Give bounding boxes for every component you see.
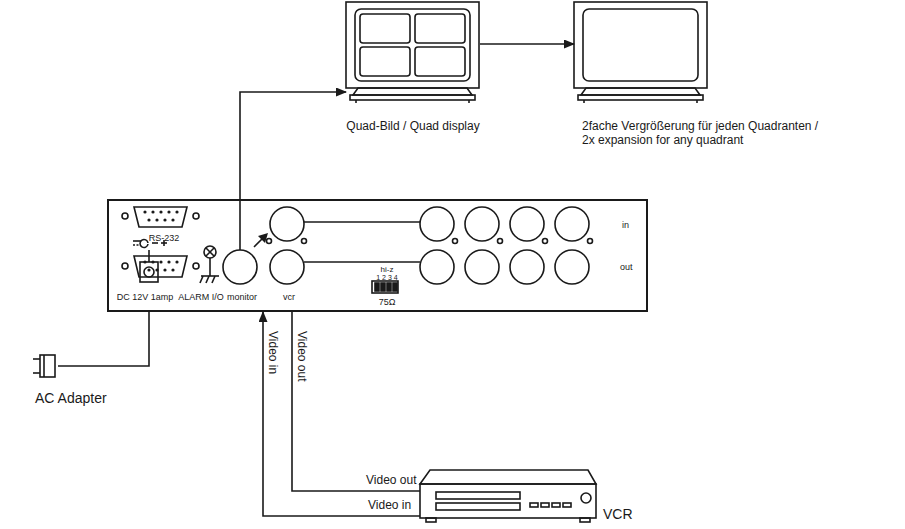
signal-wire <box>240 92 346 199</box>
quad-monitor: Quad-Bild / Quad display <box>346 2 480 103</box>
connector-name: Video out <box>366 474 417 488</box>
device-name: VCR <box>603 506 633 522</box>
display-caption: 2fache Vergrößerung für jeden Quadranten… <box>582 120 832 148</box>
wire-label: Video in <box>266 330 279 375</box>
port-name: monitor <box>227 292 257 302</box>
device-rear-panel: RS-232ALARM I/O DC 12V 1amp monitor vcr hi-z… <box>107 199 648 312</box>
signal-wire <box>292 312 420 491</box>
signal-wire <box>58 312 149 366</box>
display-caption: Quad-Bild / Quad display <box>346 120 479 134</box>
connector-name: Video in <box>368 499 411 513</box>
port-name: ALARM I/O <box>178 292 224 302</box>
ac-adapter: AC Adapter <box>30 352 58 378</box>
signal-wire <box>480 43 574 45</box>
wire-label: Video out <box>295 330 308 383</box>
vcr: VCR <box>420 470 596 520</box>
expansion-monitor: 2fache Vergrößerung für jeden Quadranten… <box>574 2 708 103</box>
port-name: vcr <box>283 292 295 302</box>
switch-label: 75Ω <box>379 297 396 307</box>
switch-numbers: 1 2 3 4 <box>376 274 397 282</box>
power-rating: DC 12V 1amp <box>117 292 174 302</box>
port-name: RS-232 <box>149 233 180 243</box>
row-label: in <box>622 220 629 230</box>
row-label: out <box>620 262 633 272</box>
device-name: AC Adapter <box>35 390 107 406</box>
signal-wire <box>263 312 420 516</box>
switch-label: hi-z <box>381 265 394 274</box>
